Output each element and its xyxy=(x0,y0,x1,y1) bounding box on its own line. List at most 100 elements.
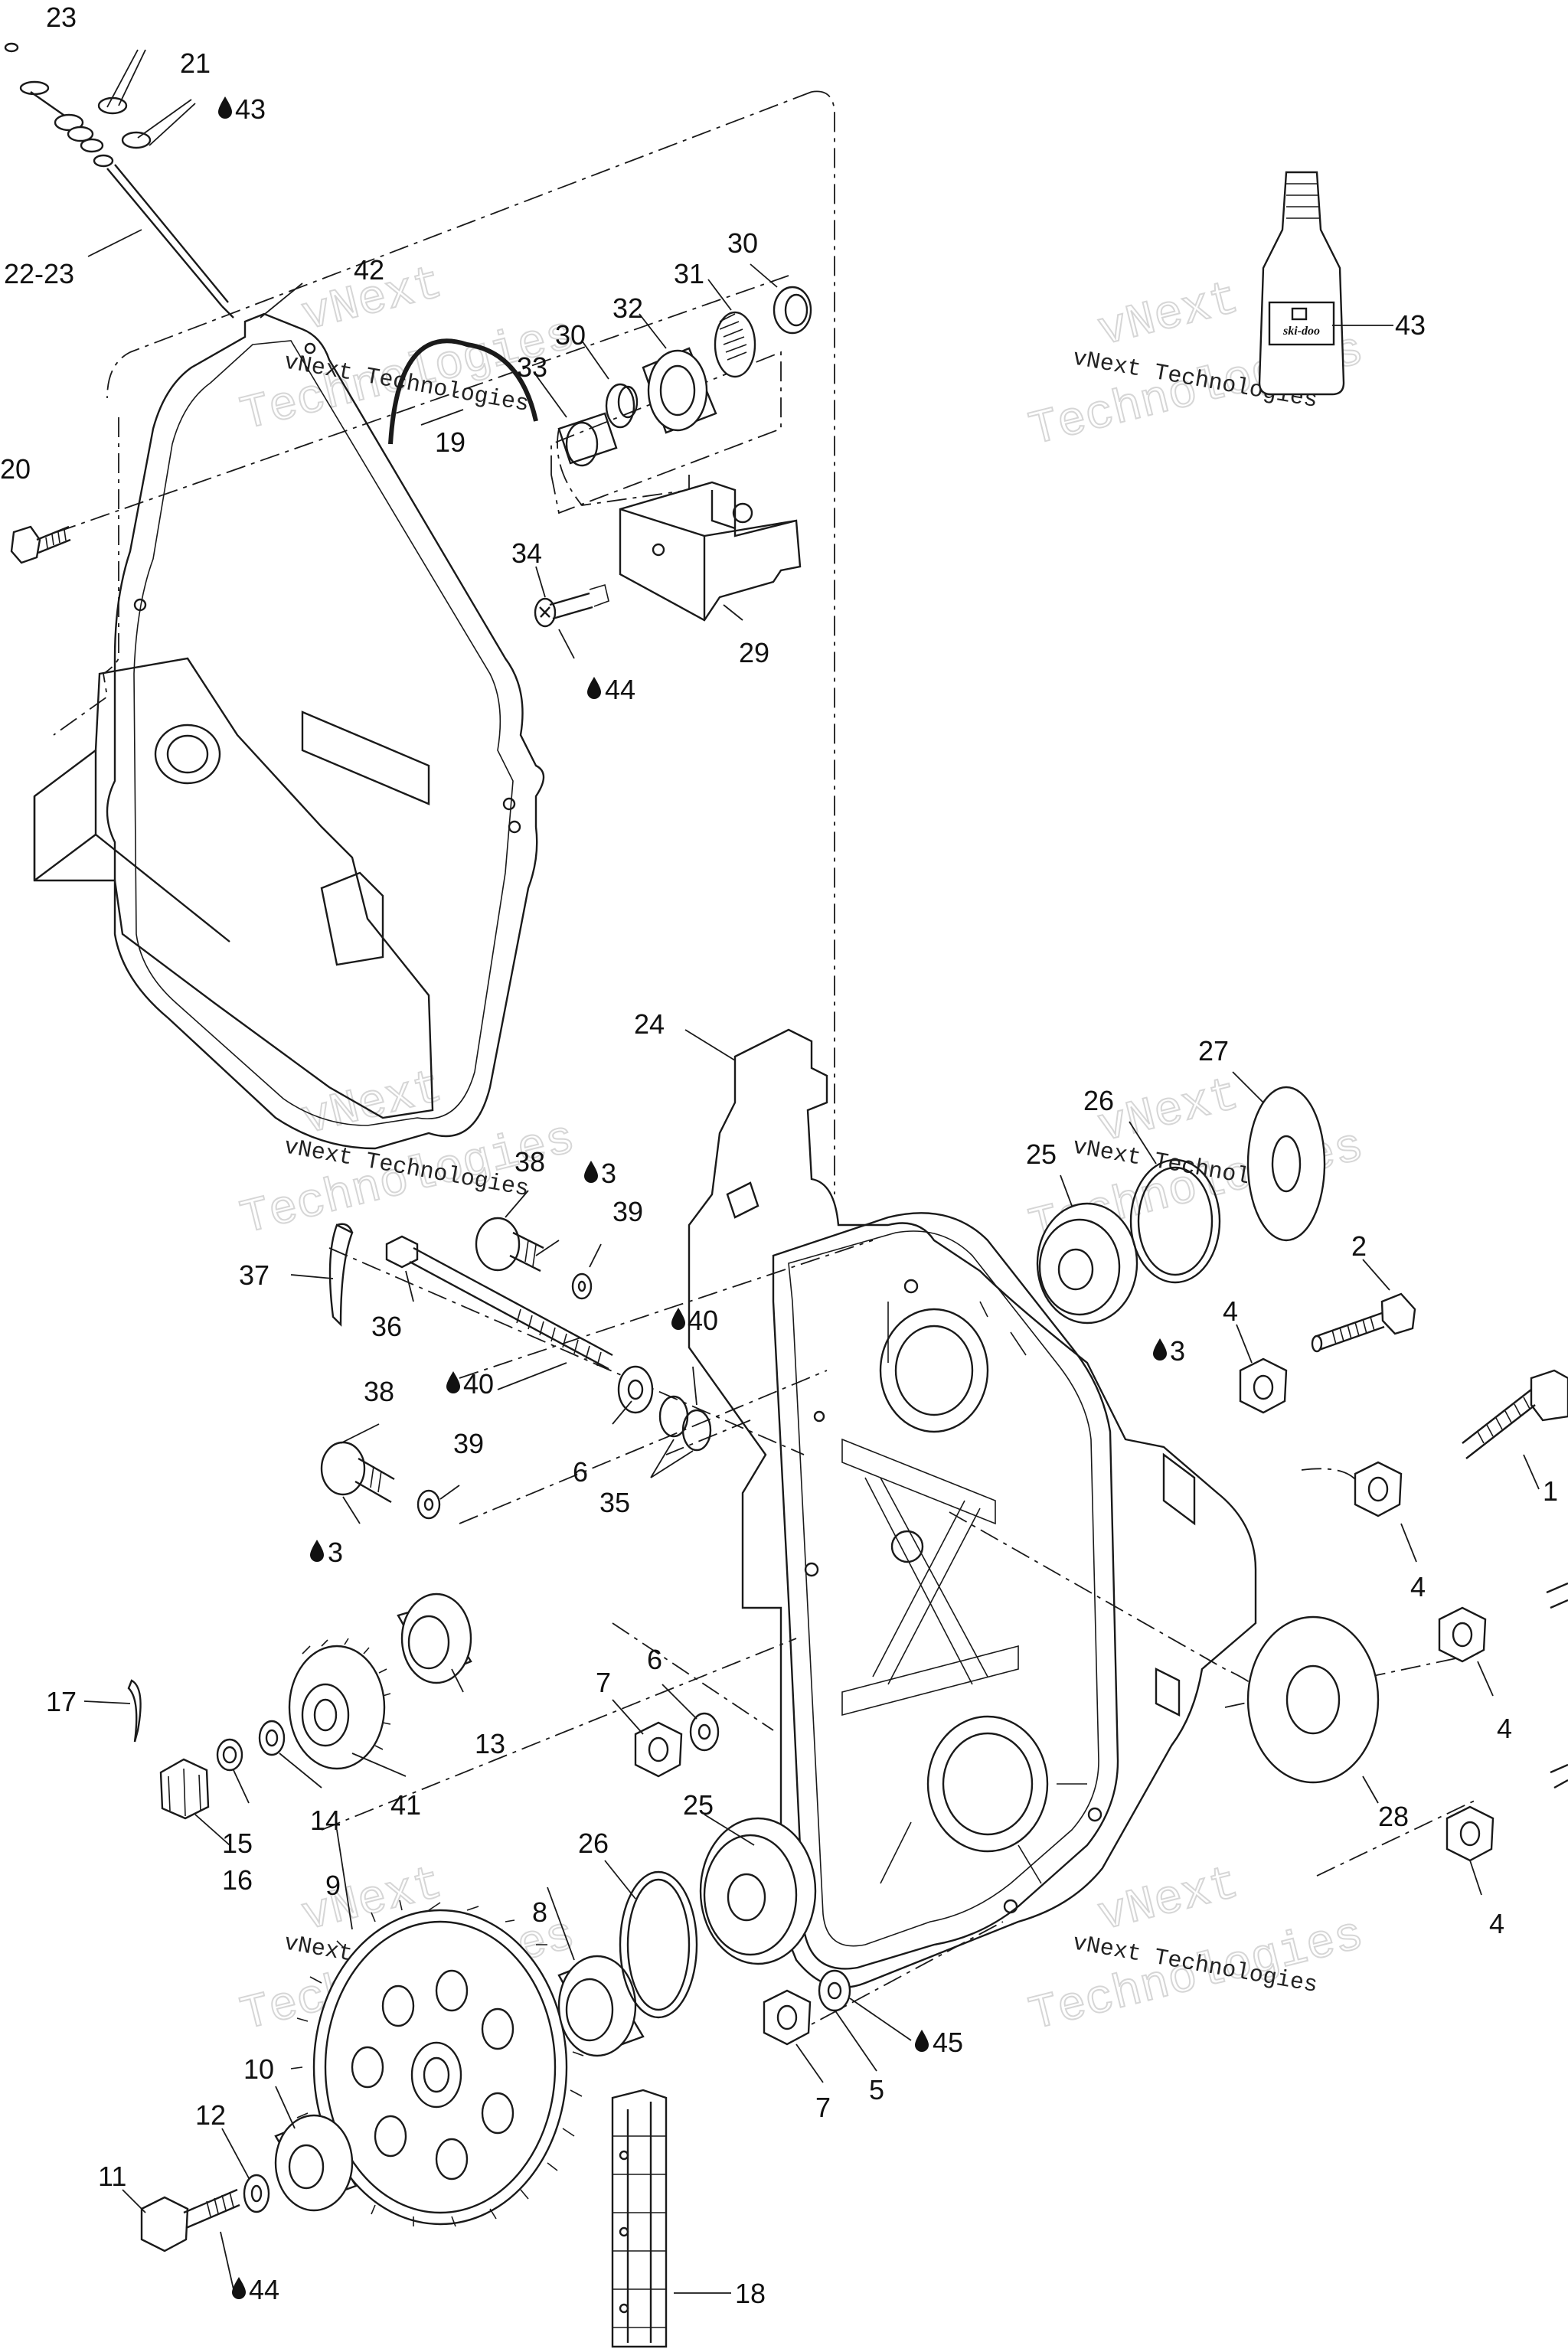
label-42: 42 xyxy=(354,254,384,286)
part-4-nut-d xyxy=(1446,1763,1568,1862)
label-19: 19 xyxy=(435,426,466,458)
label-16: 16 xyxy=(222,1864,253,1896)
label-30-left: 30 xyxy=(555,319,586,351)
label-35: 35 xyxy=(599,1487,630,1518)
label-24: 24 xyxy=(634,1008,665,1040)
part-17-pin xyxy=(127,1679,142,1743)
part-16-castle-nut xyxy=(159,1758,210,1820)
label-39-top: 39 xyxy=(612,1196,643,1227)
label-7-top: 7 xyxy=(596,1667,611,1698)
label-26-bottom: 26 xyxy=(578,1828,609,1859)
label-8: 8 xyxy=(532,1896,547,1928)
label-18: 18 xyxy=(735,2278,766,2309)
part-8-spacer xyxy=(557,1955,645,2057)
label-20: 20 xyxy=(0,453,31,485)
label-29: 29 xyxy=(739,637,769,668)
label-15: 15 xyxy=(222,1828,253,1859)
label-25-top: 25 xyxy=(1026,1138,1057,1170)
part-25-bearing-bottom xyxy=(699,1817,817,1965)
part-1-bolt xyxy=(1462,1369,1568,1459)
part-19-wire xyxy=(388,338,538,445)
label-28: 28 xyxy=(1378,1801,1409,1832)
part-38-screw-a xyxy=(475,1217,544,1272)
part-35-rings xyxy=(658,1395,712,1452)
part-27-washer xyxy=(1246,1086,1326,1242)
part-39-washer-a xyxy=(571,1272,593,1300)
part-37-cotter xyxy=(328,1223,354,1327)
label-31: 31 xyxy=(674,258,704,289)
part-18-chain xyxy=(611,2089,668,2348)
drop-icon-45 xyxy=(915,2030,929,2052)
label-13: 13 xyxy=(475,1728,505,1759)
part-26-ring-top xyxy=(1129,1158,1221,1284)
label-33: 33 xyxy=(517,351,547,383)
part-7-nut-a xyxy=(634,1721,683,1778)
label-6-low: 6 xyxy=(647,1644,662,1675)
part-labels: 23 21 43 22-23 42 33 30 32 31 30 19 20 3… xyxy=(0,2,1558,2309)
leader-lines xyxy=(83,49,1540,2294)
label-41: 41 xyxy=(390,1789,421,1821)
part-4-nut-b xyxy=(1354,1461,1403,1517)
part-5-washer xyxy=(818,1969,851,2012)
label-37: 37 xyxy=(239,1259,270,1291)
drop-icon-43a xyxy=(218,96,232,119)
label-11: 11 xyxy=(98,2161,126,2192)
label-23: 23 xyxy=(46,2,77,33)
part-20-bolt xyxy=(10,525,71,564)
label-10: 10 xyxy=(243,2053,274,2085)
part-39-washer-b xyxy=(416,1489,441,1520)
label-7-bottom: 7 xyxy=(815,2092,831,2123)
drop-icon-3a xyxy=(584,1161,598,1183)
svg-text:vNext: vNext xyxy=(1093,272,1244,359)
label-3-left: 3 xyxy=(328,1537,343,1568)
label-4-bottom: 4 xyxy=(1489,1908,1504,1939)
svg-text:vNext: vNext xyxy=(1093,1857,1244,1944)
drop-icon-3c xyxy=(310,1540,324,1562)
label-12: 12 xyxy=(195,2099,226,2131)
drop-icon-44b xyxy=(232,2277,246,2299)
part-12-washer xyxy=(243,2174,270,2213)
label-3-top: 3 xyxy=(601,1158,616,1189)
label-30-right: 30 xyxy=(727,227,758,259)
label-38-top: 38 xyxy=(514,1146,545,1178)
drop-icon-40b xyxy=(446,1371,460,1393)
label-38-mid: 38 xyxy=(364,1376,394,1407)
drop-icon-44a xyxy=(587,677,601,699)
label-25-bottom: 25 xyxy=(683,1789,714,1821)
part-6-washer-a xyxy=(617,1365,654,1414)
part-22-23-stem xyxy=(4,42,234,318)
part-4-nut-a xyxy=(1239,1357,1288,1414)
part-7-nut-b xyxy=(763,1989,812,2046)
label-4-r2: 4 xyxy=(1410,1571,1426,1602)
label-27: 27 xyxy=(1198,1035,1229,1067)
label-44-bottom: 44 xyxy=(249,2274,279,2305)
label-17: 17 xyxy=(46,1686,77,1717)
part-41-sprocket xyxy=(288,1638,391,1770)
part-9-gear xyxy=(290,1900,584,2227)
label-4-r3: 4 xyxy=(1497,1713,1512,1744)
part-34-screw xyxy=(534,583,609,628)
svg-text:ski-doo: ski-doo xyxy=(1282,325,1320,338)
part-26-ring-bottom xyxy=(619,1870,698,2019)
label-3-right: 3 xyxy=(1170,1335,1185,1367)
label-32: 32 xyxy=(612,292,643,324)
part-14-washer xyxy=(258,1720,286,1756)
label-36: 36 xyxy=(371,1311,402,1342)
watermark-6: Technologies vNext vNext Technologies xyxy=(1023,1856,1369,2044)
label-43-top: 43 xyxy=(235,93,266,125)
label-9: 9 xyxy=(325,1870,341,1901)
label-34: 34 xyxy=(511,537,542,569)
part-15-lockwasher xyxy=(216,1738,243,1772)
label-40-left: 40 xyxy=(463,1368,494,1400)
part-24-chaincase xyxy=(688,1028,1257,1988)
label-1: 1 xyxy=(1543,1475,1558,1507)
part-43-bottle: ski-doo xyxy=(1258,171,1345,396)
label-2: 2 xyxy=(1351,1230,1367,1262)
part-4-nut-c xyxy=(1438,1582,1568,1663)
label-43-bottle: 43 xyxy=(1395,309,1426,341)
drop-icon-40a xyxy=(671,1308,685,1330)
label-39-mid: 39 xyxy=(453,1428,484,1459)
part-6-washer-b xyxy=(689,1712,720,1752)
part-29-bracket xyxy=(619,481,802,622)
label-6-mid: 6 xyxy=(573,1456,588,1488)
